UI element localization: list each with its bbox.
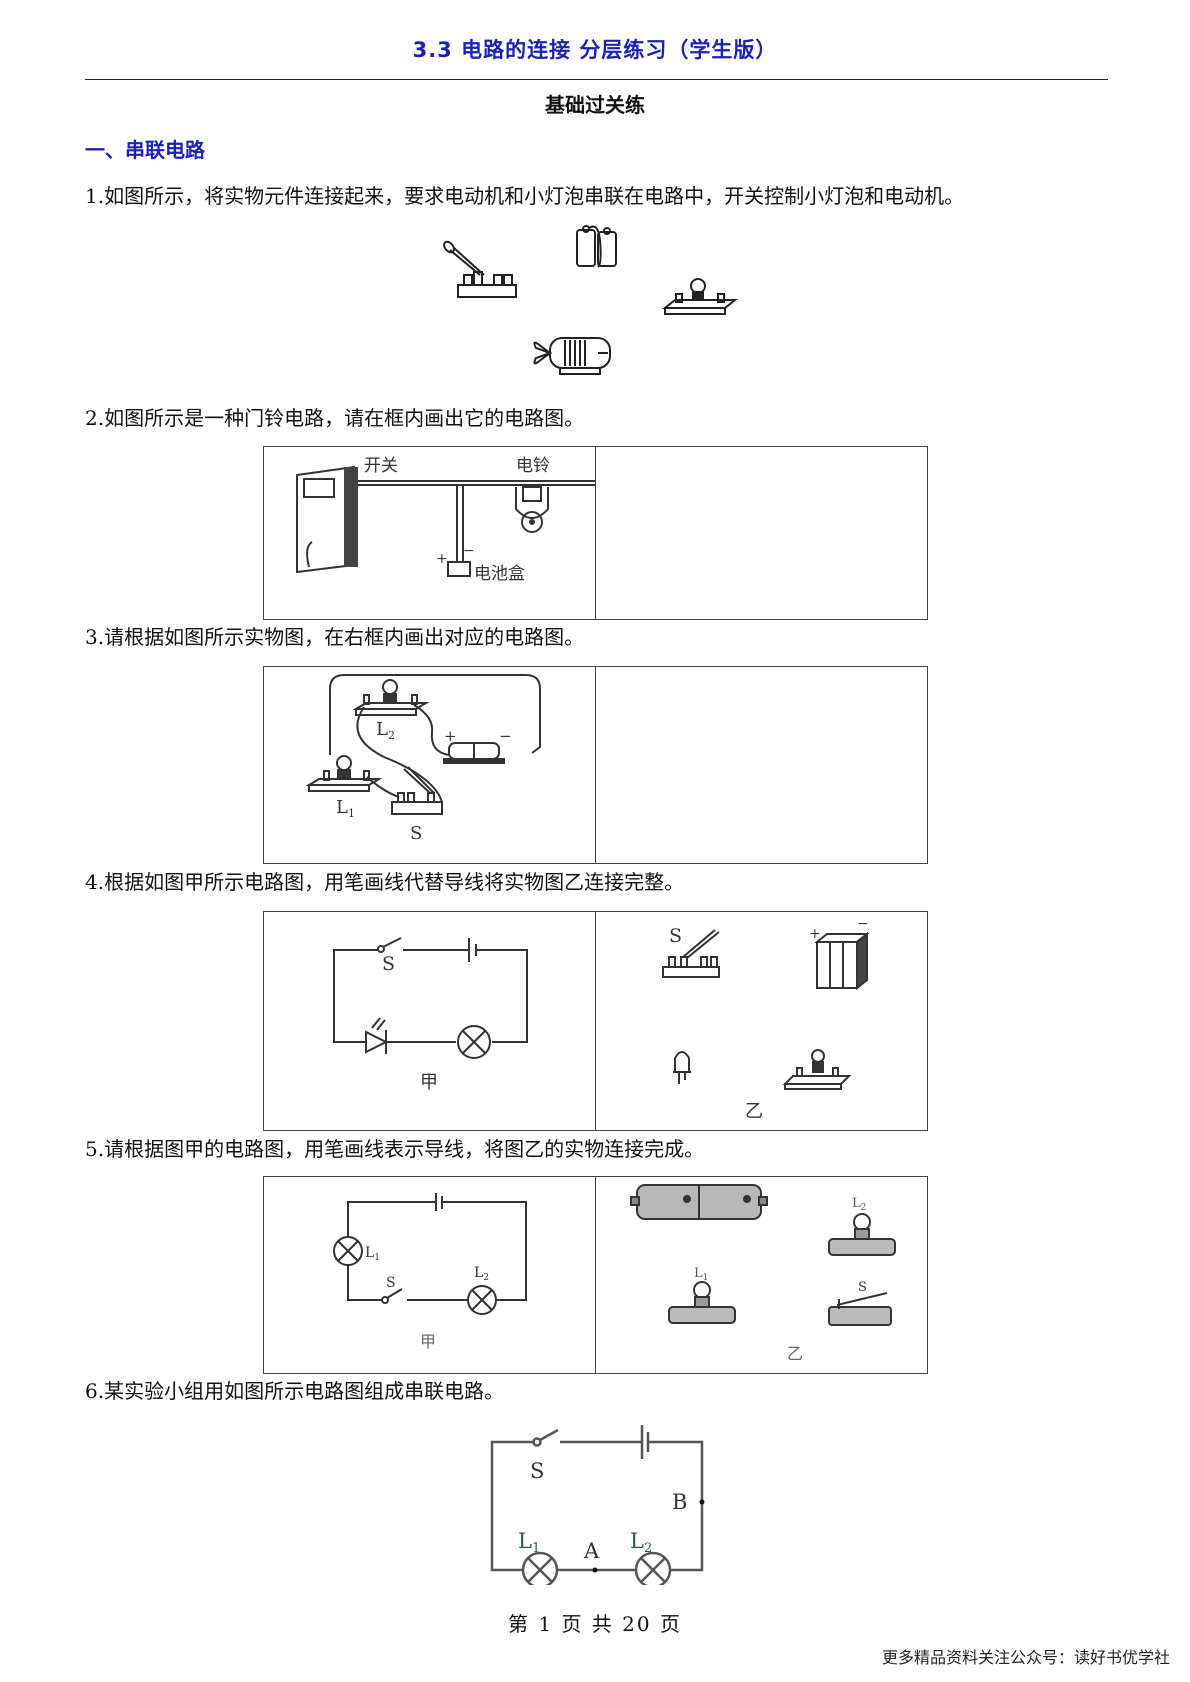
lamp-l2-symbol-icon — [634, 1551, 672, 1585]
question-2: 2.如图所示是一种门铃电路，请在框内画出它的电路图。 — [85, 402, 584, 431]
box-divider — [595, 1177, 596, 1373]
box-divider — [595, 447, 596, 619]
switch-s-holder-icon — [828, 1292, 892, 1326]
battery-box-icon — [447, 561, 471, 577]
led-circuit-diagram-a: S 甲 — [333, 937, 528, 1093]
question-number: 1. — [85, 184, 105, 208]
switch-s-label: S — [669, 925, 682, 947]
question-text: 如图所示是一种门铃电路，请在框内画出它的电路图。 — [104, 406, 585, 430]
question-6: 6.某实验小组用如图所示电路图组成串联电路。 — [85, 1375, 504, 1404]
lamp-l1-symbol-icon — [521, 1551, 559, 1585]
plus-label: + — [809, 926, 821, 942]
figure-a-caption: 甲 — [420, 1072, 438, 1093]
point-a-dot — [592, 1567, 598, 1573]
switch-label: S — [410, 823, 422, 844]
q1-components-figure — [443, 225, 738, 375]
physical-components-b[interactable]: L2 L1 S 乙 — [597, 1177, 927, 1373]
question-number: 3. — [85, 625, 105, 649]
question-text: 请根据如图所示实物图，在右框内画出对应的电路图。 — [104, 625, 585, 649]
plus-label: + — [444, 727, 457, 745]
question-5: 5.请根据图甲的电路图，用笔画线表示导线，将图乙的实物连接完成。 — [85, 1133, 704, 1162]
header-divider — [85, 79, 1108, 80]
series-circuit-diagram-a: L1 S L2 甲 — [333, 1193, 527, 1351]
question-3: 3.请根据如图所示实物图，在右框内画出对应的电路图。 — [85, 621, 584, 650]
box-divider — [595, 912, 596, 1130]
point-a-label: A — [583, 1539, 600, 1563]
battery-holder-icon — [443, 742, 505, 764]
minus-label: − — [463, 543, 475, 559]
q6-series-circuit-diagram: S B L1 A L2 — [490, 1425, 705, 1585]
led-symbol-icon — [365, 1017, 389, 1054]
switch-label: S — [382, 953, 395, 975]
section-heading: 一、串联电路 — [85, 138, 205, 162]
box-divider — [595, 667, 596, 863]
figure-b-caption: 乙 — [787, 1344, 803, 1363]
bell-label: 电铃 — [516, 456, 550, 476]
question-text: 请根据图甲的电路图，用笔画线表示导线，将图乙的实物连接完成。 — [104, 1137, 705, 1161]
promo-text: 更多精品资料关注公众号：读好书优学社 — [881, 1648, 1170, 1667]
figure-b-caption: 乙 — [745, 1101, 763, 1122]
question-1: 1.如图所示，将实物元件连接起来，要求电动机和小灯泡串联在电路中，开关控制小灯泡… — [85, 180, 964, 209]
bulb-holder-icon — [662, 278, 738, 315]
figure-a-caption: 甲 — [420, 1332, 436, 1351]
page-number: 第 1 页 共 20 页 — [508, 1612, 682, 1636]
doorbell-circuit-figure: 开关 电铃 + − 电池盒 — [296, 456, 595, 584]
question-4: 4.根据如图甲所示电路图，用笔画线代替导线将实物图乙连接完整。 — [85, 866, 684, 895]
lamp-l2-symbol-icon — [467, 1285, 497, 1315]
l1-label: L1 — [518, 1529, 540, 1556]
answer-area[interactable] — [597, 667, 927, 863]
plus-label: + — [436, 551, 448, 567]
bulb-holder-icon — [782, 1049, 852, 1090]
led-component-icon — [673, 1051, 691, 1084]
question-number: 5. — [85, 1137, 105, 1161]
switch-real-label: S — [858, 1280, 867, 1295]
knife-switch-icon — [443, 240, 517, 298]
battery-box-label: 电池盒 — [474, 564, 525, 584]
l1-label: L1 — [365, 1245, 380, 1263]
q4-figure-box: S 甲 S + − 乙 — [263, 911, 928, 1131]
l2-real-label: L2 — [852, 1196, 866, 1213]
battery-pack-icon — [814, 931, 870, 991]
point-b-label: B — [672, 1490, 687, 1514]
battery-holder-icon — [630, 1184, 768, 1220]
switch-s-icon — [391, 766, 443, 815]
l2-label: L2 — [376, 719, 395, 742]
question-number: 6. — [85, 1379, 105, 1403]
lamp-l2-holder-icon — [828, 1213, 896, 1256]
q3-figure-box: L2 L1 S + − — [263, 666, 928, 864]
physical-components-b[interactable]: S + − 乙 — [597, 912, 927, 1130]
question-number: 4. — [85, 870, 105, 894]
q5-figure-box: L1 S L2 甲 L2 L1 S 乙 — [263, 1176, 928, 1374]
knife-switch-icon — [662, 929, 720, 978]
l1-label: L1 — [336, 797, 355, 820]
question-text: 如图所示，将实物元件连接起来，要求电动机和小灯泡串联在电路中，开关控制小灯泡和电… — [104, 184, 965, 208]
lamp-l1-icon — [305, 755, 383, 792]
q2-figure-box: 开关 电铃 + − 电池盒 — [263, 446, 928, 620]
lamp-symbol-icon — [457, 1025, 491, 1059]
l1-real-label: L1 — [694, 1266, 708, 1283]
switch-label: S — [530, 1459, 544, 1483]
question-text: 根据如图甲所示电路图，用笔画线代替导线将实物图乙连接完整。 — [104, 870, 685, 894]
lamp-l1-symbol-icon — [333, 1236, 363, 1266]
minus-label: − — [499, 727, 512, 745]
minus-label: − — [857, 916, 869, 932]
lamp-l1-holder-icon — [668, 1281, 736, 1324]
answer-area[interactable] — [597, 447, 927, 619]
series-lamps-physical-figure: L2 L1 S + − — [305, 674, 541, 844]
switch-label: S — [386, 1275, 396, 1291]
question-number: 2. — [85, 406, 105, 430]
point-b-dot — [699, 1499, 705, 1505]
electric-bell-icon — [515, 486, 549, 533]
electric-motor-icon — [533, 337, 611, 375]
question-text: 某实验小组用如图所示电路图组成串联电路。 — [104, 1379, 505, 1403]
l2-label: L2 — [474, 1265, 489, 1283]
door-icon — [296, 465, 358, 574]
battery-cells-icon — [576, 225, 617, 268]
document-title: 3.3 电路的连接 分层练习（学生版） — [412, 38, 778, 62]
l2-label: L2 — [630, 1529, 652, 1556]
lamp-l2-icon — [352, 679, 430, 716]
section-subtitle: 基础过关练 — [545, 93, 645, 117]
switch-label: 开关 — [364, 456, 398, 476]
